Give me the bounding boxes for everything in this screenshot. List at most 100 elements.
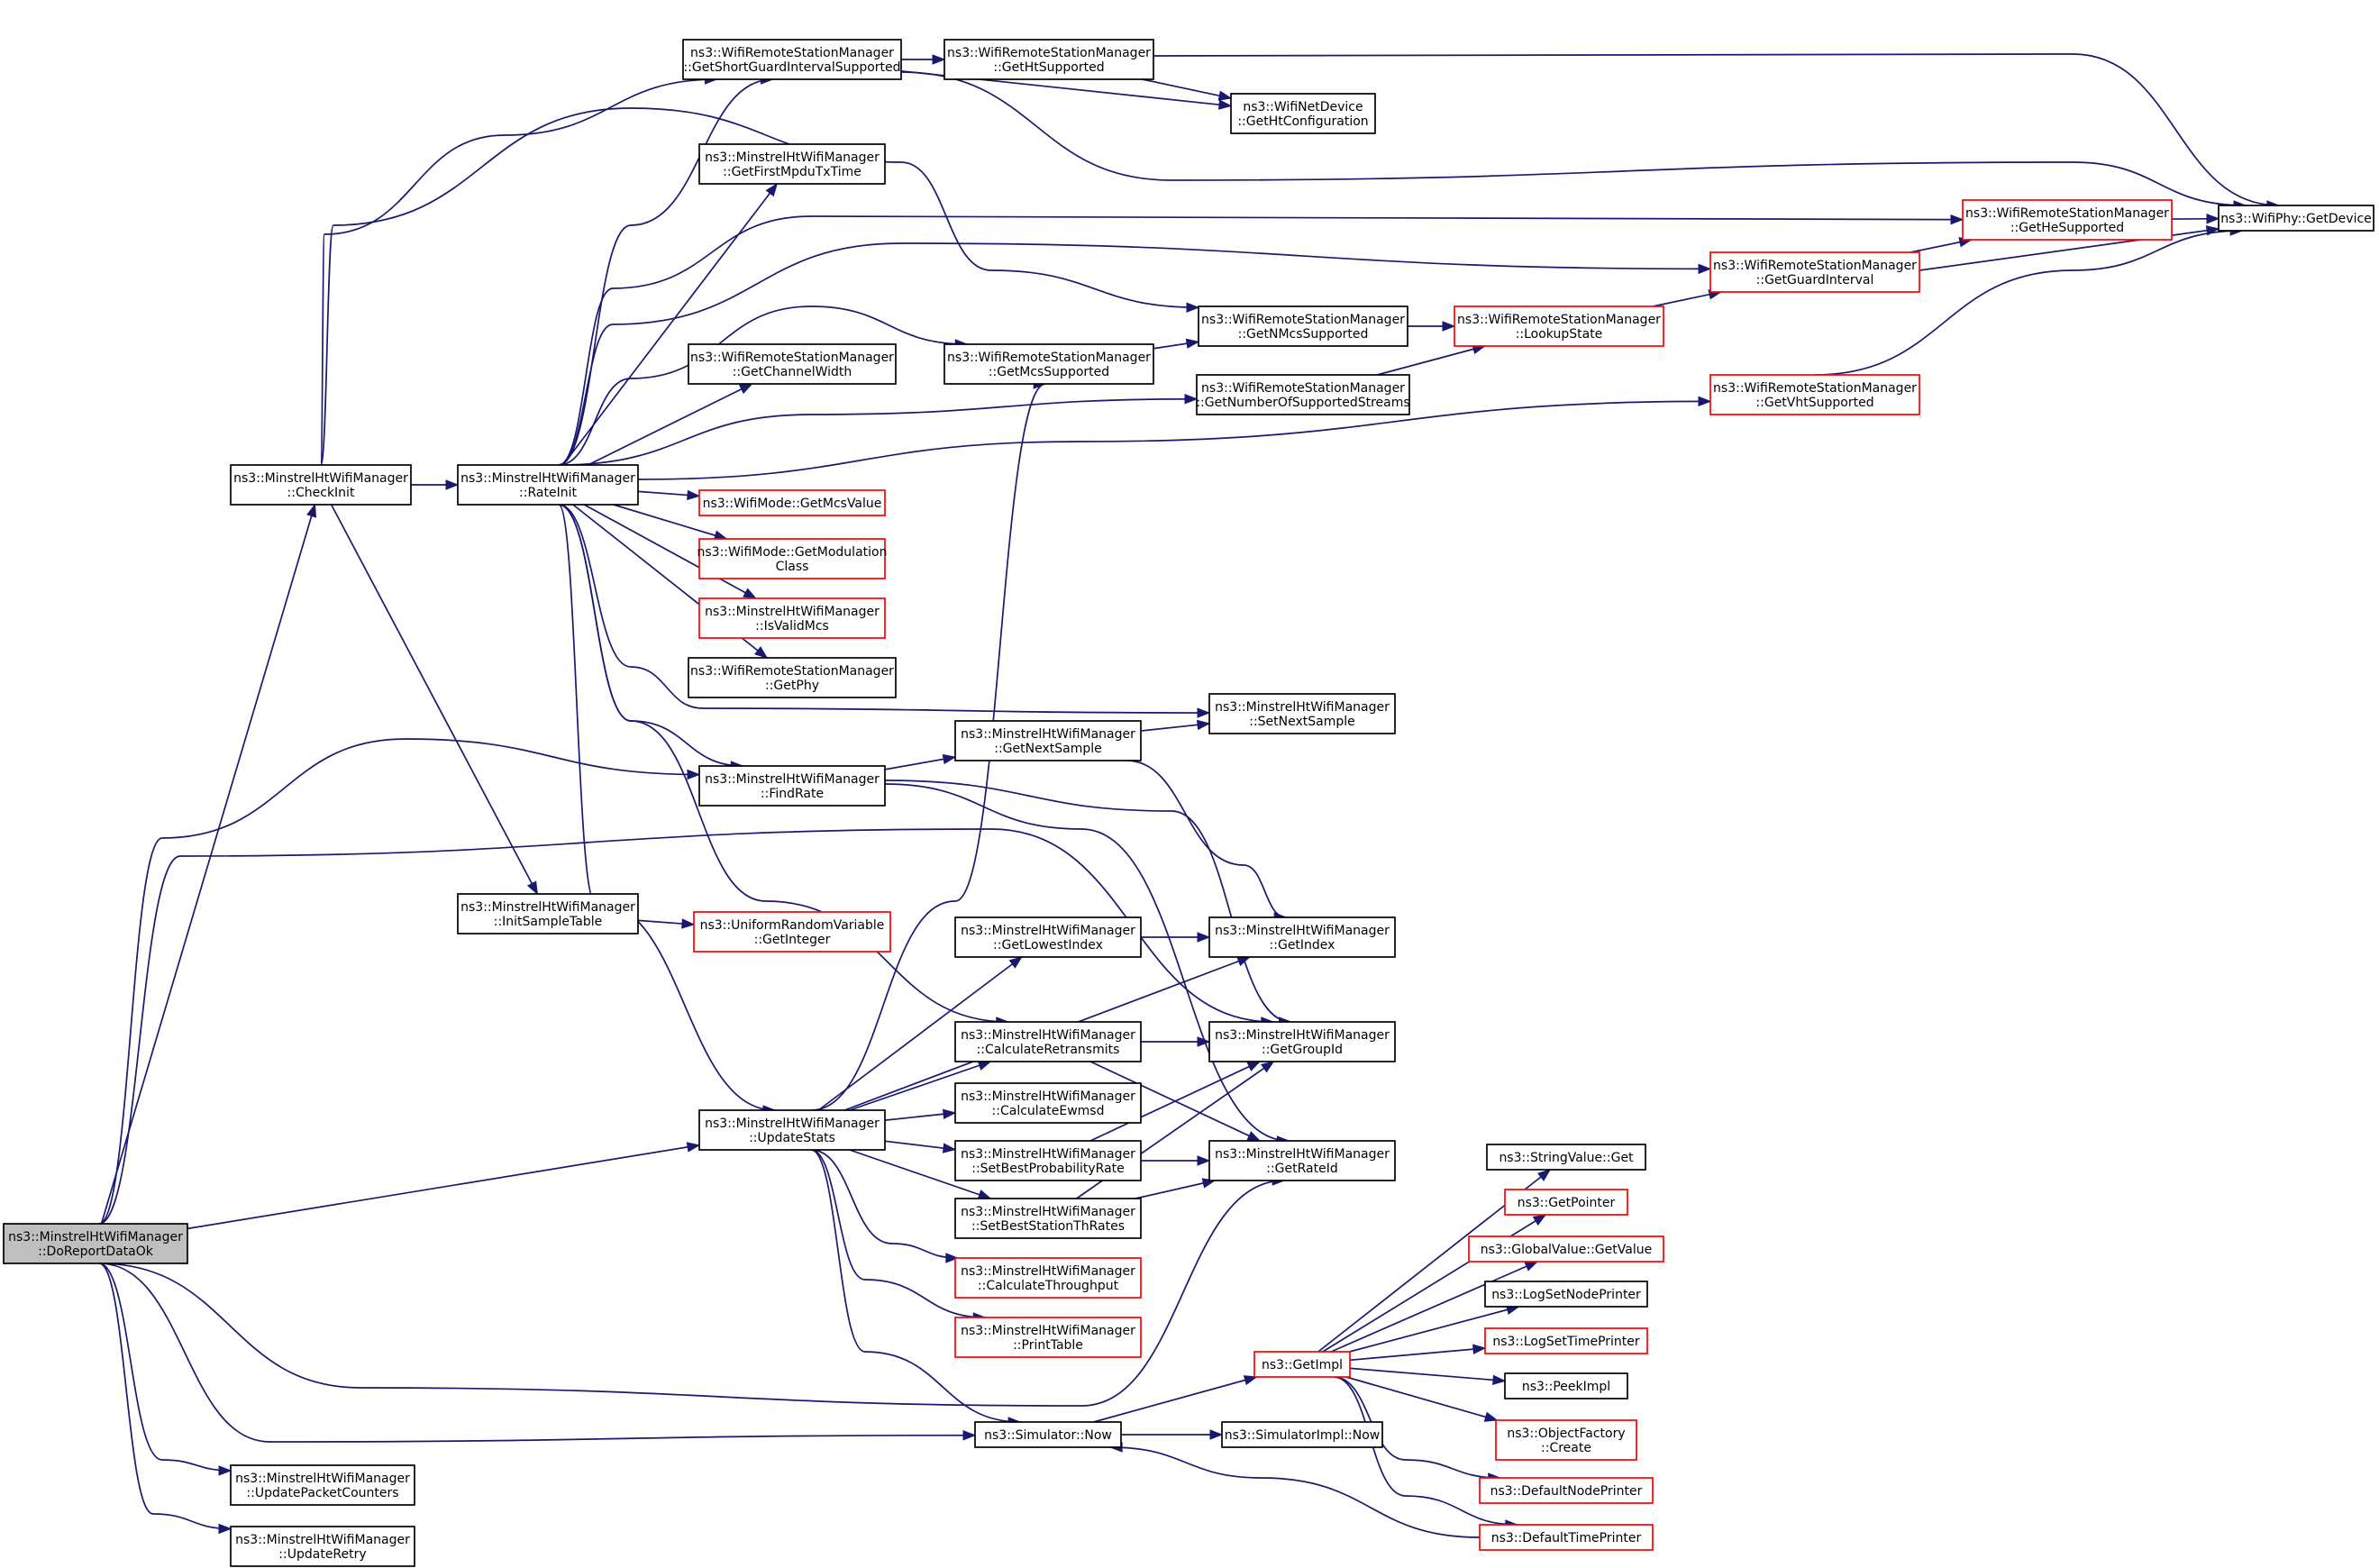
arrowhead: [1698, 263, 1712, 275]
node-rateid[interactable]: ns3::MinstrelHtWifiManager::GetRateId: [1208, 1140, 1396, 1181]
arrowhead: [1524, 1261, 1539, 1272]
edge-checkinit-sgi: [320, 74, 718, 466]
edge-line: [583, 504, 757, 599]
edge-vht-getdevice: [1814, 225, 2244, 376]
node-simimplnow[interactable]: ns3::SimulatorImpl::Now: [1221, 1421, 1383, 1448]
node-chanwidth[interactable]: ns3::WifiRemoteStationManager::GetChanne…: [688, 343, 897, 385]
arrowhead: [1197, 707, 1211, 718]
node-firstmpdu[interactable]: ns3::MinstrelHtWifiManager::GetFirstMpdu…: [698, 143, 886, 185]
node-gvget[interactable]: ns3::GlobalValue::GetValue: [1468, 1235, 1664, 1263]
node-label: ns3::GetPointer: [1518, 1196, 1616, 1210]
edge-line: [1089, 1061, 1261, 1142]
arrowhead: [1537, 1169, 1552, 1181]
edge-updatestats-calcthr: [810, 1149, 960, 1263]
edge-rateinit-nstreams: [558, 394, 1199, 466]
node-objfact[interactable]: ns3::ObjectFactory::Create: [1495, 1419, 1637, 1461]
node-label: ns3::MinstrelHtWifiManager: [233, 471, 408, 486]
node-label: ns3::LogSetNodePrinter: [1491, 1288, 1641, 1302]
node-rateinit[interactable]: ns3::MinstrelHtWifiManager::RateInit: [457, 464, 639, 506]
node-findrate[interactable]: ns3::MinstrelHtWifiManager::FindRate: [698, 765, 886, 807]
node-groupid[interactable]: ns3::MinstrelHtWifiManager::GetGroupId: [1208, 1021, 1396, 1062]
node-guard[interactable]: ns3::WifiRemoteStationManager::GetGuardI…: [1709, 251, 1920, 293]
arrowhead: [1698, 396, 1712, 407]
edge-findrate-groupid: [884, 779, 1292, 1027]
node-getphy[interactable]: ns3::WifiRemoteStationManager::GetPhy: [688, 657, 897, 698]
node-ewmsd[interactable]: ns3::MinstrelHtWifiManager::CalculateEwm…: [954, 1082, 1142, 1124]
node-initsample[interactable]: ns3::MinstrelHtWifiManager::InitSampleTa…: [457, 893, 639, 934]
node-beststation[interactable]: ns3::MinstrelHtWifiManager::SetBestStati…: [954, 1198, 1142, 1239]
node-box: [1468, 1235, 1664, 1263]
edge-updatestats-beststation: [849, 1149, 992, 1200]
node-bestprob[interactable]: ns3::MinstrelHtWifiManager::SetBestProba…: [954, 1140, 1142, 1181]
node-nmcs[interactable]: ns3::WifiRemoteStationManager::GetNMcsSu…: [1198, 305, 1408, 347]
arrowhead: [977, 1060, 992, 1071]
node-box: [943, 39, 1154, 80]
edge-nmcs-lookup: [1408, 321, 1456, 332]
node-box: [1230, 93, 1376, 134]
node-htconfig[interactable]: ns3::WifiNetDevice::GetHtConfiguration: [1230, 93, 1376, 134]
edge-checkinit-initsample: [330, 504, 539, 896]
node-label: ::GetRateId: [1266, 1162, 1338, 1176]
edge-rateinit-firstmpdu: [562, 182, 779, 466]
edge-line: [1333, 1376, 1518, 1526]
edge-line: [613, 504, 727, 540]
edge-updatestats-ewmsd: [884, 1108, 957, 1121]
node-nstreams[interactable]: ns3::WifiRemoteStationManager::GetNumber…: [1196, 374, 1410, 415]
node-htsupp[interactable]: ns3::WifiRemoteStationManager::GetHtSupp…: [943, 39, 1154, 80]
node-getindex[interactable]: ns3::MinstrelHtWifiManager::GetIndex: [1208, 916, 1396, 958]
node-box: [698, 1109, 886, 1151]
node-calcretrans[interactable]: ns3::MinstrelHtWifiManager::CalculateRet…: [954, 1021, 1142, 1062]
node-label: ns3::MinstrelHtWifiManager: [961, 727, 1135, 742]
node-urv[interactable]: ns3::UniformRandomVariable::GetInteger: [693, 911, 891, 953]
node-label: ::GetNMcsSupported: [1238, 327, 1369, 342]
node-updatepkt[interactable]: ns3::MinstrelHtWifiManager::UpdatePacket…: [230, 1464, 415, 1506]
edge-updatestats-lowest: [817, 956, 1023, 1111]
node-peek[interactable]: ns3::PeekImpl: [1504, 1372, 1628, 1399]
node-updatestats[interactable]: ns3::MinstrelHtWifiManager::UpdateStats: [698, 1109, 886, 1151]
node-vht[interactable]: ns3::WifiRemoteStationManager::GetVhtSup…: [1709, 374, 1920, 415]
node-box: [1208, 693, 1396, 734]
node-simnow[interactable]: ns3::Simulator::Now: [974, 1421, 1122, 1448]
arrowhead: [686, 1142, 701, 1153]
node-strget[interactable]: ns3::StringValue::Get: [1486, 1144, 1646, 1171]
node-label: ::UpdatePacketCounters: [246, 1486, 398, 1500]
node-mcssupp[interactable]: ns3::WifiRemoteStationManager::GetMcsSup…: [943, 343, 1154, 385]
node-updateretry[interactable]: ns3::MinstrelHtWifiManager::UpdateRetry: [230, 1526, 415, 1567]
node-sgi[interactable]: ns3::WifiRemoteStationManager::GetShortG…: [682, 39, 902, 80]
arrowhead: [1008, 956, 1023, 969]
node-calcthr[interactable]: ns3::MinstrelHtWifiManager::CalculateThr…: [954, 1257, 1142, 1299]
arrowhead: [1260, 1061, 1275, 1073]
node-lowest[interactable]: ns3::MinstrelHtWifiManager::GetLowestInd…: [954, 916, 1142, 958]
node-box: [1484, 1281, 1648, 1308]
node-printtable[interactable]: ns3::MinstrelHtWifiManager::PrintTable: [954, 1317, 1142, 1358]
node-nextsample[interactable]: ns3::MinstrelHtWifiManager::GetNextSampl…: [954, 720, 1142, 761]
edge-root-findrate: [98, 738, 701, 1225]
node-label: ::GetPhy: [765, 679, 819, 693]
edge-simnow-getimpl: [1093, 1375, 1258, 1423]
arrowhead: [1950, 214, 1964, 225]
node-mcsvalue[interactable]: ns3::WifiMode::GetMcsValue: [698, 489, 886, 516]
node-hesupp[interactable]: ns3::WifiRemoteStationManager::GetHeSupp…: [1962, 199, 2173, 241]
node-label: ns3::MinstrelHtWifiManager: [1215, 1028, 1390, 1043]
node-label: ns3::MinstrelHtWifiManager: [8, 1230, 183, 1244]
edge-line: [900, 71, 2247, 206]
node-checkinit[interactable]: ns3::MinstrelHtWifiManager::CheckInit: [230, 464, 412, 506]
node-getpointer[interactable]: ns3::GetPointer: [1504, 1189, 1628, 1216]
edge-lowest-getindex: [1141, 932, 1211, 943]
node-lookup[interactable]: ns3::WifiRemoteStationManager::LookupSta…: [1454, 305, 1664, 347]
edge-line: [330, 504, 539, 895]
edge-rateinit-mcsvalue: [637, 489, 701, 501]
node-getimpl[interactable]: ns3::GetImpl: [1253, 1351, 1351, 1378]
node-box: [688, 343, 897, 385]
edge-line: [1349, 1367, 1506, 1382]
node-deftime[interactable]: ns3::DefaultTimePrinter: [1479, 1524, 1654, 1551]
node-defnode[interactable]: ns3::DefaultNodePrinter: [1479, 1477, 1654, 1504]
node-logtime[interactable]: ns3::LogSetTimePrinter: [1484, 1327, 1648, 1354]
node-getdevice[interactable]: ns3::WifiPhy::GetDevice: [2218, 205, 2374, 232]
node-setnext[interactable]: ns3::MinstrelHtWifiManager::SetNextSampl…: [1208, 693, 1396, 734]
node-lognode[interactable]: ns3::LogSetNodePrinter: [1484, 1281, 1648, 1308]
edge-line: [884, 779, 1291, 1023]
node-isvalid[interactable]: ns3::MinstrelHtWifiManager::IsValidMcs: [698, 597, 886, 639]
arrowhead: [2206, 214, 2220, 224]
